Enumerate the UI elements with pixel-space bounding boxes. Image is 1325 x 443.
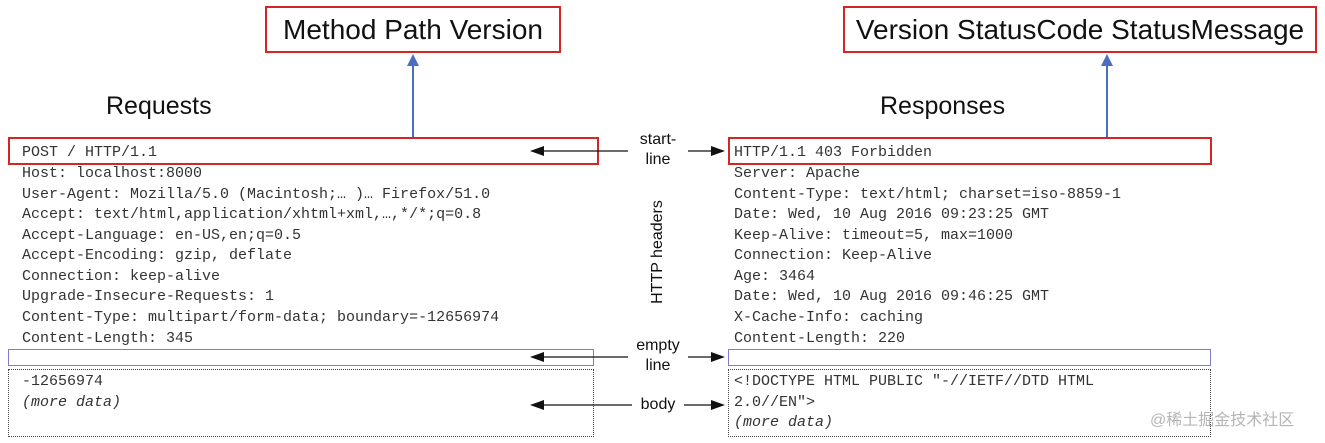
- start-line-right-arrowhead: [711, 146, 725, 156]
- body-left-arrowhead: [530, 400, 544, 410]
- body-right-arrowhead: [711, 400, 725, 410]
- response-header-line: Age: 3464: [734, 268, 816, 285]
- response-body-line: <!DOCTYPE HTML PUBLIC "-//IETF//DTD HTML: [734, 373, 1095, 390]
- response-header-line: Content-Length: 220: [734, 330, 906, 347]
- request-header-line: Accept-Encoding: gzip, deflate: [22, 247, 293, 264]
- response-start-line-title: Version StatusCode StatusMessage: [843, 6, 1317, 53]
- empty-line-label-2: line: [645, 357, 671, 374]
- response-start-line: HTTP/1.1 403 Forbidden: [734, 144, 933, 161]
- request-header-line: Upgrade-Insecure-Requests: 1: [22, 288, 275, 305]
- response-empty-line-box: [728, 349, 1211, 366]
- response-header-line: Content-Type: text/html; charset=iso-885…: [734, 186, 1122, 203]
- request-header-line: Accept-Language: en-US,en;q=0.5: [22, 227, 302, 244]
- response-body-line: 2.0//EN">: [734, 394, 816, 411]
- request-header-line: Connection: keep-alive: [22, 268, 221, 285]
- request-start-line-title: Method Path Version: [265, 6, 561, 53]
- response-header-line: X-Cache-Info: caching: [734, 309, 924, 326]
- response-header-line: Date: Wed, 10 Aug 2016 09:23:25 GMT: [734, 206, 1050, 223]
- empty-line-right-arrowhead: [711, 352, 725, 362]
- request-title-arrowhead: [407, 54, 419, 66]
- request-body-line: -12656974: [22, 373, 104, 390]
- responses-heading: Responses: [880, 92, 1006, 120]
- request-header-line: User-Agent: Mozilla/5.0 (Macintosh;… )… …: [22, 186, 491, 203]
- response-body-box: [728, 369, 1211, 437]
- request-start-line: POST / HTTP/1.1: [22, 144, 158, 161]
- empty-line-label: empty line: [628, 336, 688, 376]
- response-title-arrowhead: [1101, 54, 1113, 66]
- body-label: body: [640, 396, 676, 413]
- request-header-line: Content-Length: 345: [22, 330, 194, 347]
- start-line-left-arrowhead: [530, 146, 544, 156]
- empty-line-left-arrowhead: [530, 352, 544, 362]
- request-body-box: [8, 369, 594, 437]
- watermark: @稀土掘金技术社区: [1150, 412, 1295, 429]
- requests-heading: Requests: [106, 92, 212, 120]
- request-header-line: Content-Type: multipart/form-data; bound…: [22, 309, 500, 326]
- response-header-line: Server: Apache: [734, 165, 861, 182]
- start-line-label: start- line: [628, 130, 688, 170]
- response-header-line: Connection: Keep-Alive: [734, 247, 933, 264]
- request-header-line: Host: localhost:8000: [22, 165, 203, 182]
- response-body-more: (more data): [734, 414, 834, 431]
- response-header-line: Keep-Alive: timeout=5, max=1000: [734, 227, 1014, 244]
- request-header-line: Accept: text/html,application/xhtml+xml,…: [22, 206, 482, 223]
- empty-line-label-1: empty: [636, 337, 680, 354]
- request-body-more: (more data): [22, 394, 122, 411]
- response-start-line-box: [728, 137, 1212, 165]
- start-line-label-1: start-: [639, 131, 677, 148]
- start-line-label-2: line: [645, 151, 671, 168]
- response-header-line: Date: Wed, 10 Aug 2016 09:46:25 GMT: [734, 288, 1050, 305]
